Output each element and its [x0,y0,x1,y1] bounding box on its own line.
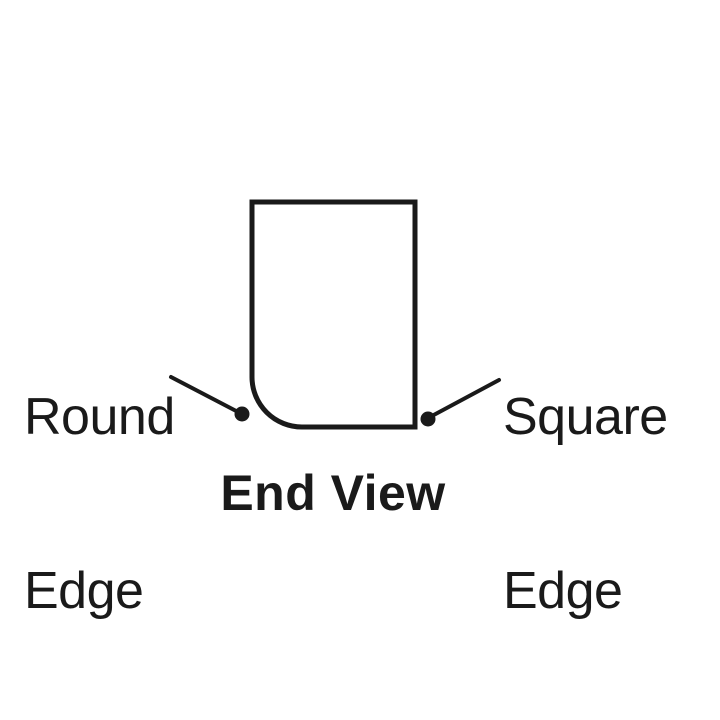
square-edge-leader-dot [420,411,436,427]
square-edge-label-line2: Edge [503,562,623,620]
round-edge-label-line1: Round [24,388,175,446]
profile-outline-shape [249,199,418,430]
round-edge-label-line2: Edge [24,562,144,620]
end-view-caption: End View [220,465,446,521]
square-edge-label-line1: Square [503,388,668,446]
round-edge-label: Round Edge [24,272,175,720]
round-edge-leader-line [169,375,242,415]
round-edge-leader-dot [234,406,250,422]
square-edge-leader-line [428,378,501,419]
square-edge-label: Square Edge [503,272,668,720]
